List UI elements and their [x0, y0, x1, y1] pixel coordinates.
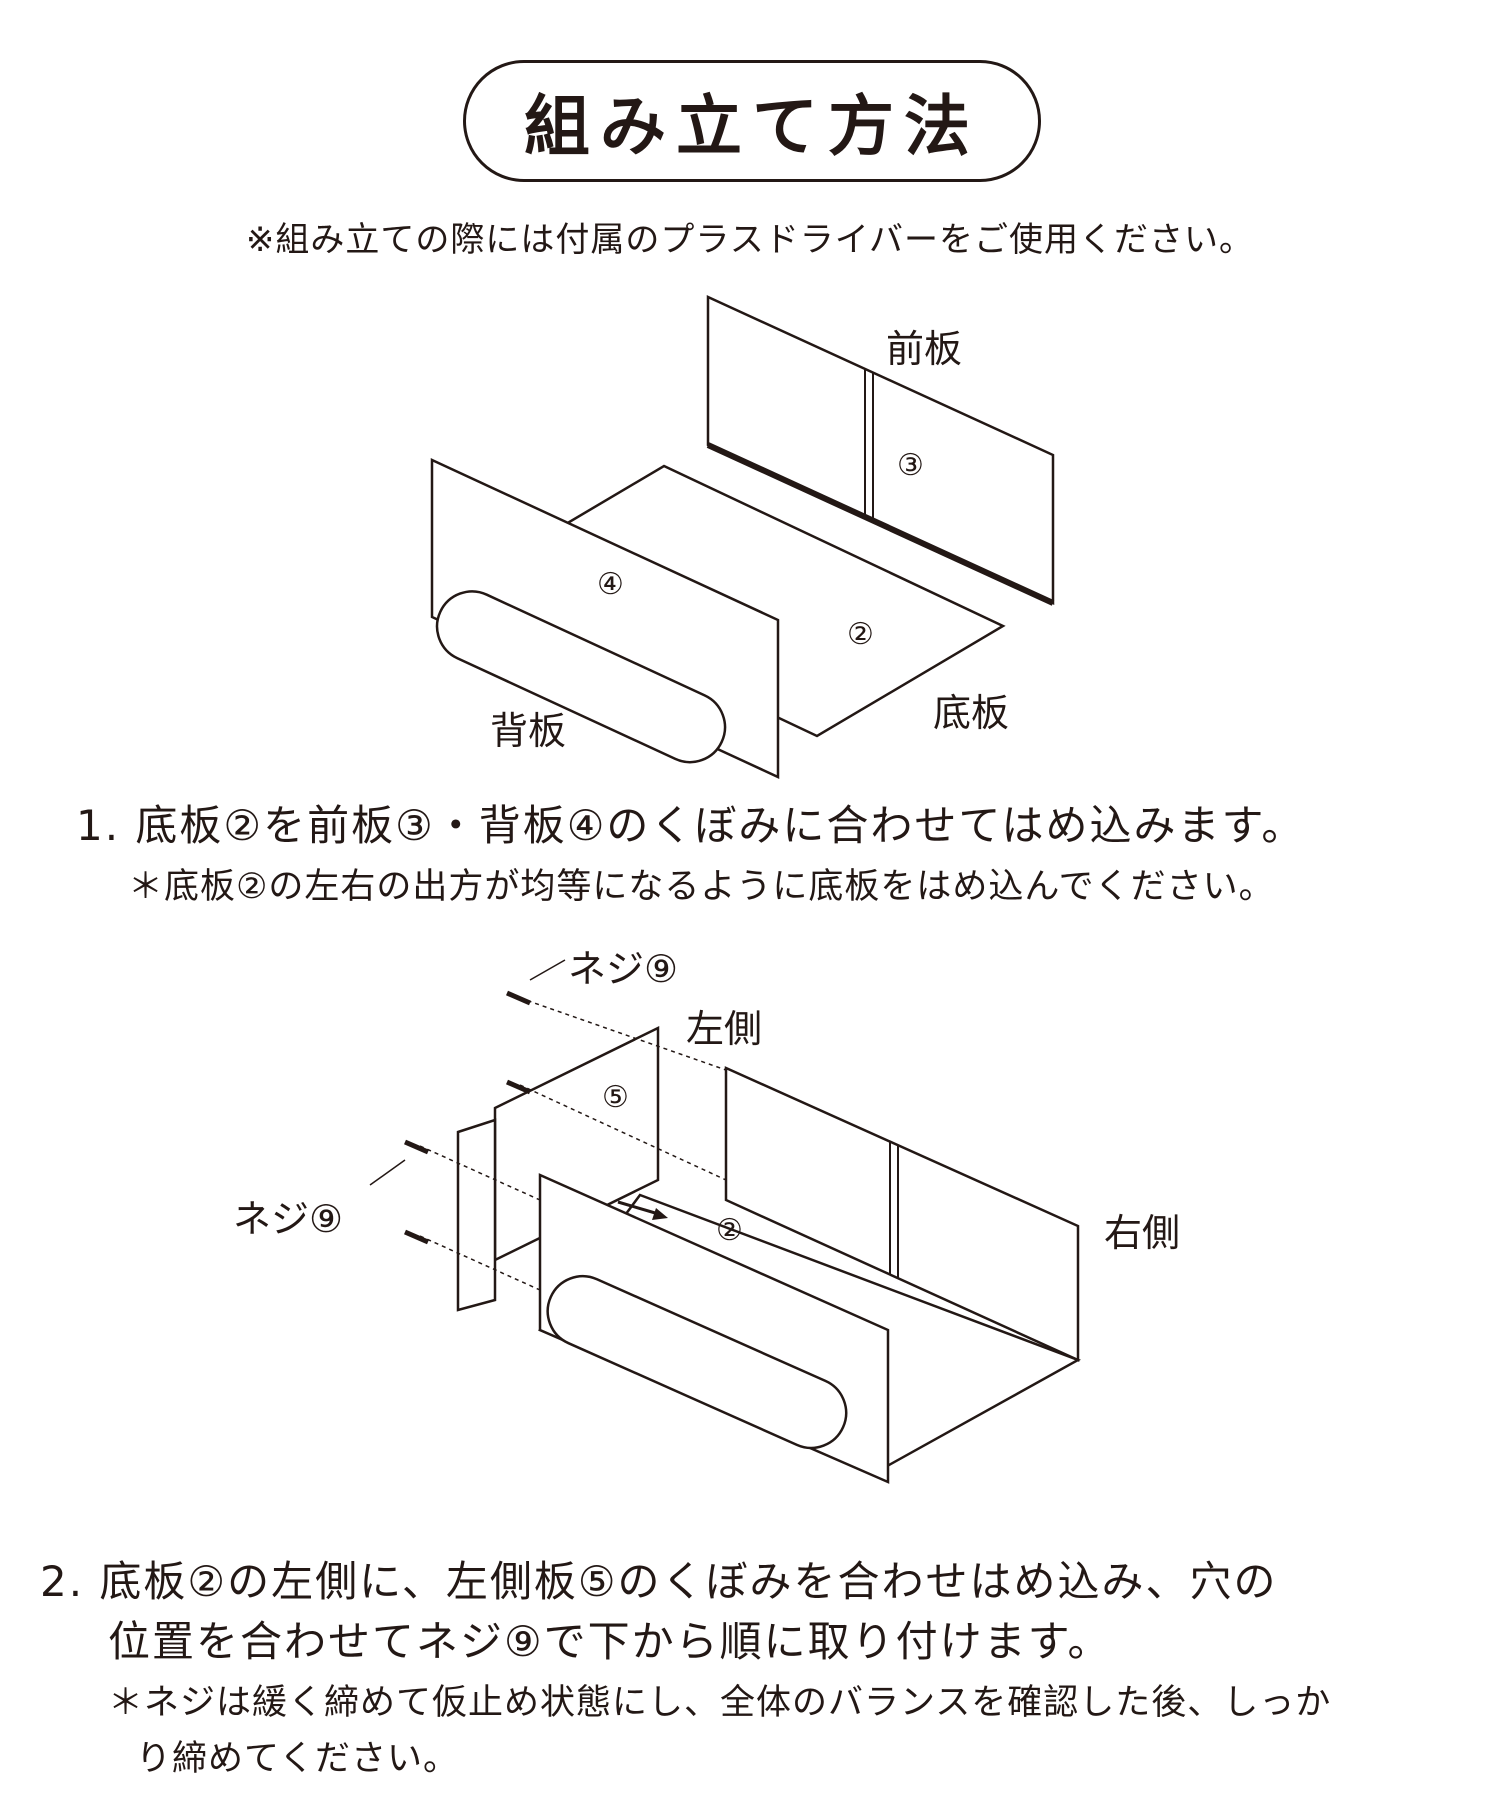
back-panel-2 [538, 1173, 890, 1484]
step-2-note-1: ＊ネジは緩く締めて仮止め状態にし、全体のバランスを確認した後、しっか [108, 1683, 1332, 1723]
part-number-3: ③ [897, 448, 924, 483]
label-bottom-panel: 底板 [933, 691, 1010, 735]
label-left-side: 左側 [686, 1007, 763, 1051]
step-1-text: 1. 底板②を前板③・背板④のくぼみに合わせてはめ込みます。 [76, 801, 1306, 850]
tool-note: ※組み立ての際には付属のプラスドライバーをご使用ください。 [245, 220, 1255, 260]
label-back-panel: 背板 [490, 709, 567, 753]
step-1-note: ＊底板②の左右の出方が均等になるように底板をはめ込んでください。 [128, 867, 1275, 907]
step-2-line-2: 位置を合わせてネジ⑨で下から順に取り付けます。 [108, 1617, 1112, 1666]
screws [369, 959, 727, 1291]
page-title: 組み立て方法 [524, 88, 980, 165]
title-badge: 組み立て方法 [463, 60, 1041, 182]
back-panel [430, 458, 780, 779]
part-number-5: ⑤ [602, 1080, 629, 1115]
front-panel [706, 295, 1055, 606]
part-number-2: ② [847, 617, 874, 652]
label-screw-left: ネジ⑨ [233, 1197, 344, 1241]
label-right-side: 右側 [1104, 1211, 1181, 1255]
part-number-2b: ② [716, 1213, 743, 1248]
label-front-panel: 前板 [886, 327, 963, 371]
part-number-4: ④ [597, 567, 624, 602]
label-screw-top: ネジ⑨ [568, 947, 679, 991]
step-2-line-1: 2. 底板②の左側に、左側板⑤のくぼみを合わせはめ込み、穴の [40, 1557, 1278, 1606]
step-2-note-2: り締めてください。 [136, 1739, 459, 1779]
